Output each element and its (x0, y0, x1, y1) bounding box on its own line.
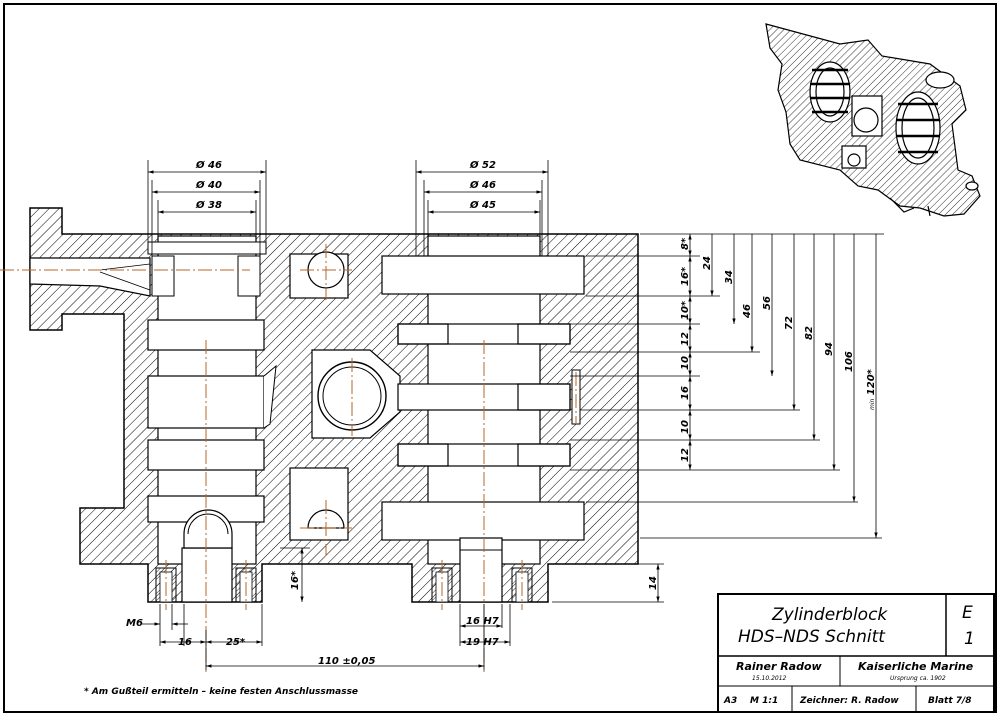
title-block (717, 593, 995, 713)
footnote: * Am Gußteil ermitteln – keine festen An… (84, 687, 358, 697)
dim-dia-38-left: Ø 38 (195, 199, 222, 211)
dim-56: 56 (762, 296, 773, 310)
author-name: Rainer Radow (736, 660, 823, 673)
dim-120: min 120* (866, 368, 877, 410)
sheet-border (3, 3, 997, 713)
dim-46: 46 (742, 304, 753, 319)
dim-16-vertical: 16* (290, 570, 301, 590)
isometric-cutaway-view (765, 23, 981, 217)
dim-14: 14 (648, 576, 659, 590)
dim-24: 24 (702, 256, 713, 270)
drawing-date: 15.10.2012 (752, 675, 787, 682)
dim-94: 94 (824, 342, 835, 356)
dim-10-c: 10 (680, 420, 691, 434)
dim-dia-40-left: Ø 40 (195, 179, 222, 191)
drawn-by: Zeichner: R. Radow (799, 696, 899, 706)
dim-25: 25* (226, 637, 246, 648)
sheet-number: Blatt 7/8 (928, 696, 972, 706)
dim-12-a: 12 (680, 332, 691, 346)
dim-16h7: 16 H7 (466, 616, 499, 627)
drawing-title-line2: HDS–NDS Schnitt (738, 627, 886, 647)
dim-10-a: 10* (680, 300, 691, 320)
dim-10-b: 10 (680, 356, 691, 370)
dim-82: 82 (804, 326, 815, 340)
dim-106: 106 (844, 351, 855, 372)
drawing-scale: M 1:1 (750, 696, 778, 706)
lower-passage (289, 467, 349, 541)
dim-19h7: 19 H7 (466, 637, 499, 648)
dim-8: 8* (680, 237, 691, 250)
bottom-dimensions (142, 547, 664, 670)
top-dimensions (147, 160, 549, 256)
cylinder-block-section (29, 207, 639, 603)
drawing-title-line1: Zylinderblock (771, 605, 888, 625)
dim-72: 72 (784, 316, 795, 330)
dim-110: 110 ±0,05 (318, 656, 375, 667)
drawing-code-number: 1 (964, 629, 975, 649)
dim-m6: M6 (126, 618, 143, 629)
dim-34: 34 (724, 270, 735, 284)
right-dimensions (570, 233, 884, 539)
origin-note: Ursprung ca. 1902 (890, 675, 946, 682)
dim-16-bottom: 16 (178, 637, 192, 648)
dim-16-top: 16* (680, 266, 691, 286)
drawing-code-letter: E (962, 603, 973, 623)
dim-dia-46-left: Ø 46 (195, 159, 222, 171)
dim-16-b: 16 (680, 386, 691, 400)
organization: Kaiserliche Marine (858, 660, 974, 673)
paper-format: A3 (723, 696, 737, 706)
dim-12-b: 12 (680, 448, 691, 462)
dim-dia-52-right: Ø 52 (469, 159, 496, 171)
dim-dia-45-right: Ø 45 (469, 199, 496, 211)
dim-dia-46-right: Ø 46 (469, 179, 496, 191)
